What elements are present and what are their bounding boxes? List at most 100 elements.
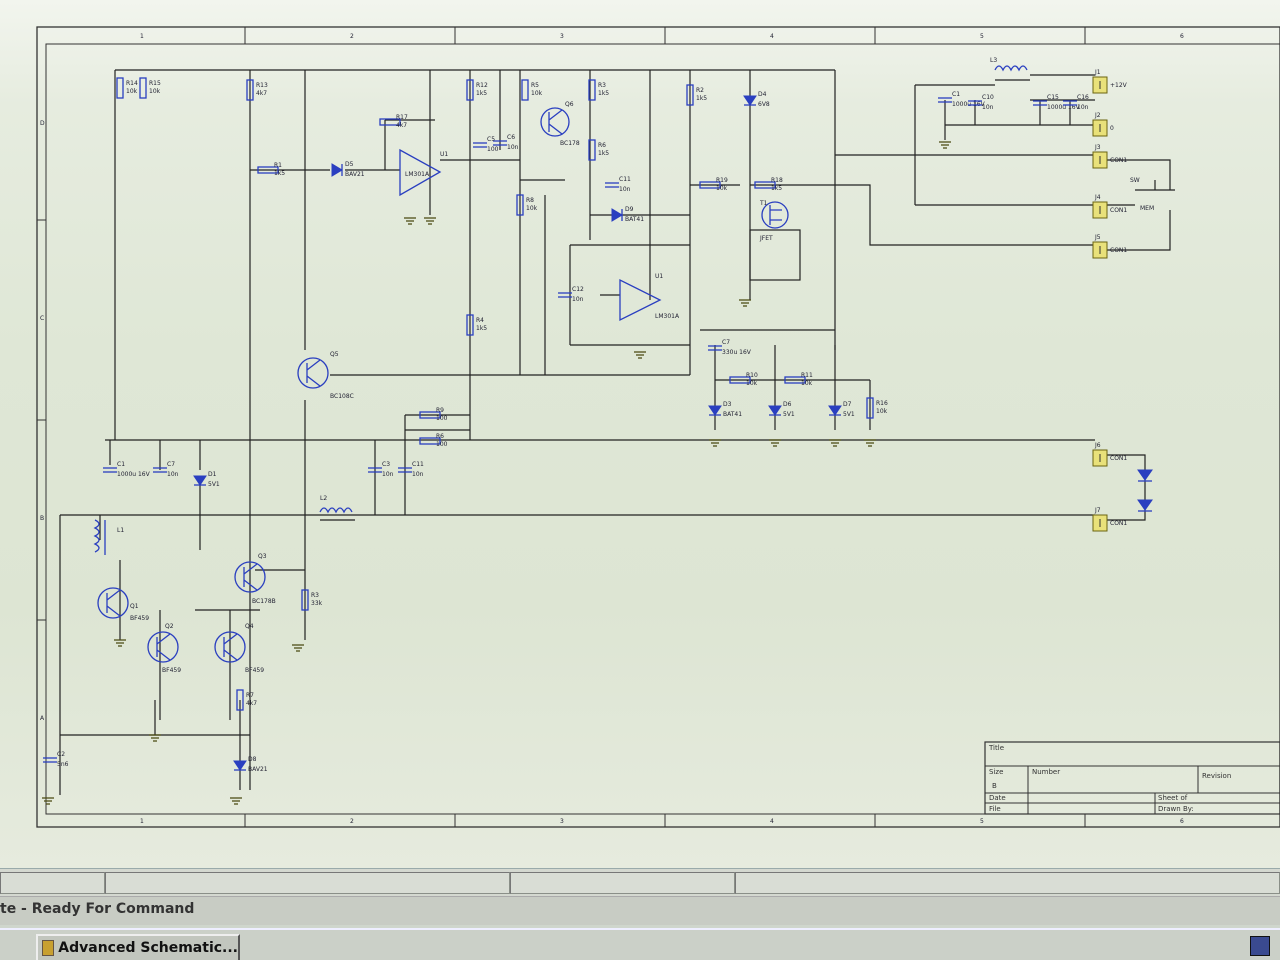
connector-pin[interactable]: CON1 J3 xyxy=(1092,144,1127,169)
svg-text:Q1: Q1 xyxy=(130,603,139,610)
frame-col-label: 1 xyxy=(140,818,144,825)
ground-symbol xyxy=(829,439,841,447)
connector-ref: J3 xyxy=(1094,144,1101,151)
resistor-value: 100 xyxy=(436,441,448,448)
resistor-value: 10k xyxy=(746,380,758,387)
resistor-ref: R17 xyxy=(396,114,408,121)
svg-text:MEM: MEM xyxy=(1140,205,1154,212)
tray-icon[interactable] xyxy=(1250,936,1270,956)
diode-value: BAT41 xyxy=(625,216,644,223)
frame-row-label: C xyxy=(40,315,44,322)
inductor-l2[interactable]: L2 xyxy=(319,495,355,521)
diode-ref: D3 xyxy=(723,401,732,408)
diode-value: 5V1 xyxy=(208,481,220,488)
capacitor-value: 5n6 xyxy=(57,761,69,768)
capacitor-ref: C7 xyxy=(722,339,730,346)
connector-label: CON1 xyxy=(1110,455,1127,462)
connector-pin[interactable]: 0J2 xyxy=(1092,112,1114,137)
taskbar-button-advanced-schematic[interactable]: Advanced Schematic... xyxy=(36,934,240,960)
resistor-ref: R9 xyxy=(436,407,444,414)
switch-mem[interactable]: MEM SW xyxy=(1130,177,1175,212)
frame-col-label: 1 xyxy=(140,33,144,40)
svg-text:T1: T1 xyxy=(759,200,768,207)
capacitor[interactable]: C7 330u 16V xyxy=(708,339,752,356)
resistor-ref: R11 xyxy=(801,372,813,379)
inductor-l3[interactable]: L3 xyxy=(990,57,1030,81)
capacitor-ref: C3 xyxy=(382,461,390,468)
frame-col-label: 4 xyxy=(770,818,774,825)
opamp-u1a[interactable]: LM301A U1 xyxy=(399,148,448,197)
svg-text:Q4: Q4 xyxy=(245,623,254,630)
diode-ref: D1 xyxy=(208,471,217,478)
capacitor-value: 330u 16V xyxy=(722,349,752,356)
resistor-ref: R13 xyxy=(256,82,268,89)
diode-value: 5V1 xyxy=(783,411,795,418)
resistor-ref: R14 xyxy=(126,80,138,87)
capacitor-ref: C11 xyxy=(619,176,631,183)
diode-pair-right xyxy=(1137,469,1153,512)
connector-label: CON1 xyxy=(1110,157,1127,164)
wires-supply xyxy=(835,74,1171,251)
wires-top xyxy=(114,69,1095,790)
title-block-size-value: B xyxy=(992,782,997,790)
transformer-l1[interactable]: L1 xyxy=(93,519,124,555)
opamp-u1b[interactable]: LM301A U1 xyxy=(619,273,680,322)
capacitor-value: 10n xyxy=(507,144,519,151)
